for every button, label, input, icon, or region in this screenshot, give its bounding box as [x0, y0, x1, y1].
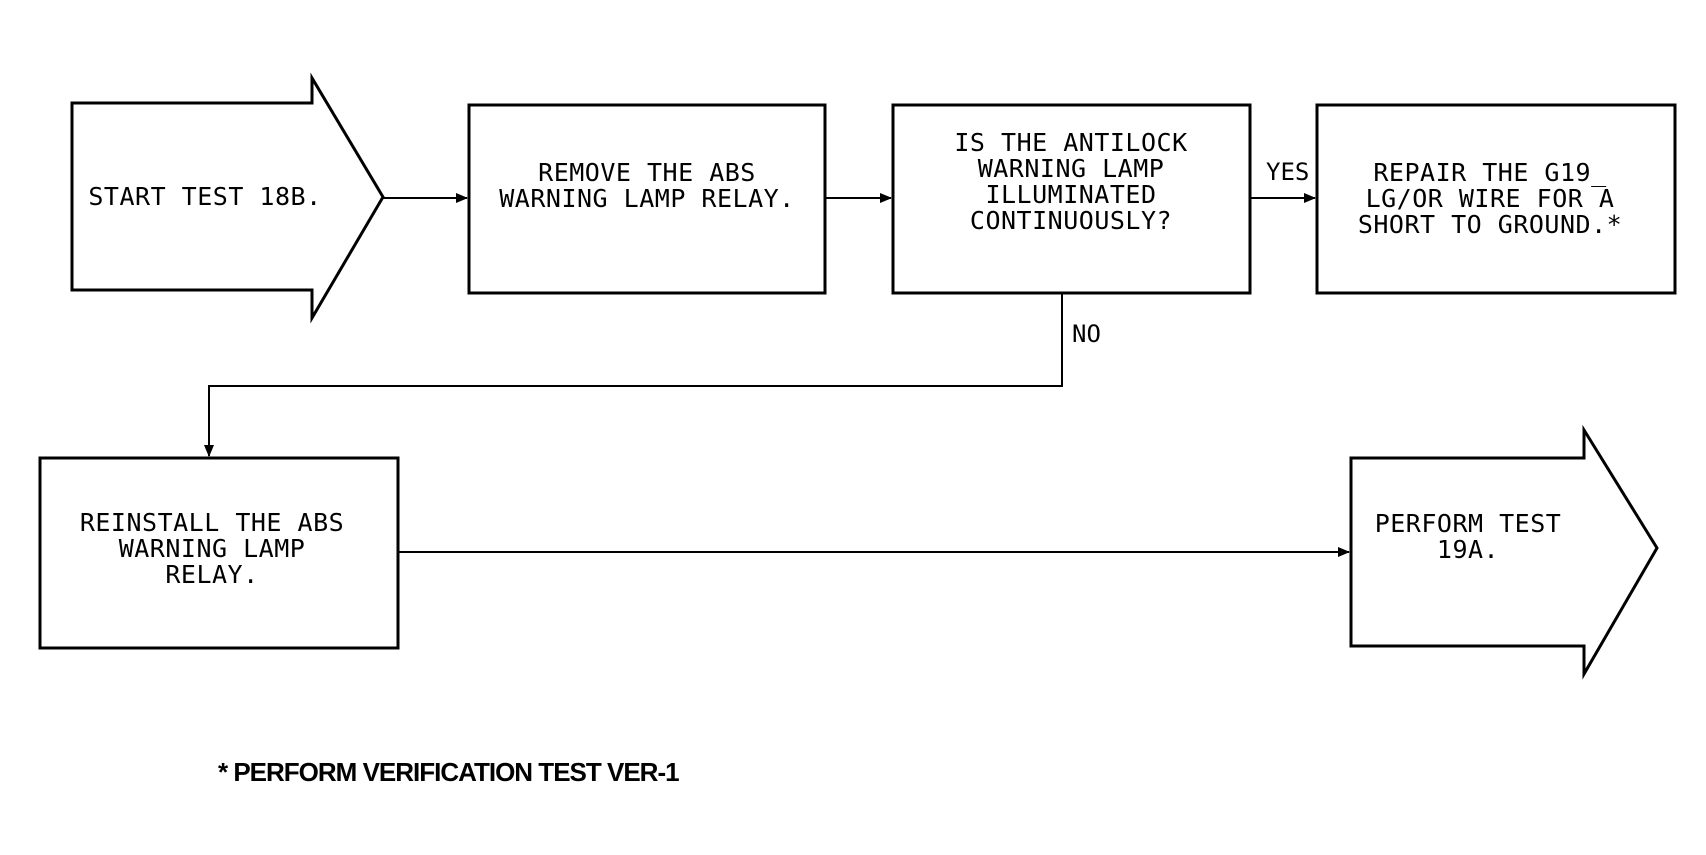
- start-test-label: START TEST 18B.: [88, 182, 321, 211]
- reinstall-line-2: WARNING LAMP: [119, 534, 306, 563]
- decision-line-4: CONTINUOUSLY?: [970, 206, 1172, 235]
- remove-relay-line-1: REMOVE THE ABS: [538, 158, 756, 187]
- decision-line-1: IS THE ANTILOCK: [954, 128, 1187, 157]
- decision-box: IS THE ANTILOCK WARNING LAMP ILLUMINATED…: [891, 103, 1252, 295]
- start-test-arrow: START TEST 18B.: [70, 72, 385, 324]
- repair-line-3: SHORT TO GROUND.*: [1358, 210, 1622, 239]
- repair-line-2: LG/OR WIRE FOR A: [1366, 184, 1615, 213]
- yes-label: YES: [1266, 158, 1309, 186]
- remove-relay-box: REMOVE THE ABS WARNING LAMP RELAY.: [467, 103, 827, 295]
- decision-line-2: WARNING LAMP: [978, 154, 1165, 183]
- perform-test-arrow: PERFORM TEST 19A.: [1349, 424, 1659, 680]
- remove-relay-line-2: WARNING LAMP RELAY.: [499, 184, 794, 213]
- footnote: * PERFORM VERIFICATION TEST VER-1: [218, 757, 679, 787]
- repair-box: REPAIR THE G19_ LG/OR WIRE FOR A SHORT T…: [1315, 103, 1677, 295]
- repair-rect: [1315, 103, 1677, 295]
- perform-arrow-shape: [1349, 424, 1659, 680]
- reinstall-box: REINSTALL THE ABS WARNING LAMP RELAY.: [38, 456, 400, 650]
- connector-no-to-reinstall: [204, 293, 1063, 457]
- decision-line-3: ILLUMINATED: [985, 180, 1156, 209]
- start-arrow-shape: [70, 72, 385, 324]
- no-label: NO: [1072, 320, 1101, 348]
- repair-line-1: REPAIR THE G19_: [1373, 158, 1607, 187]
- perform-test-line-2: 19A.: [1437, 535, 1499, 564]
- reinstall-line-3: RELAY.: [165, 560, 258, 589]
- perform-test-line-1: PERFORM TEST: [1375, 509, 1562, 538]
- reinstall-line-1: REINSTALL THE ABS: [80, 508, 344, 537]
